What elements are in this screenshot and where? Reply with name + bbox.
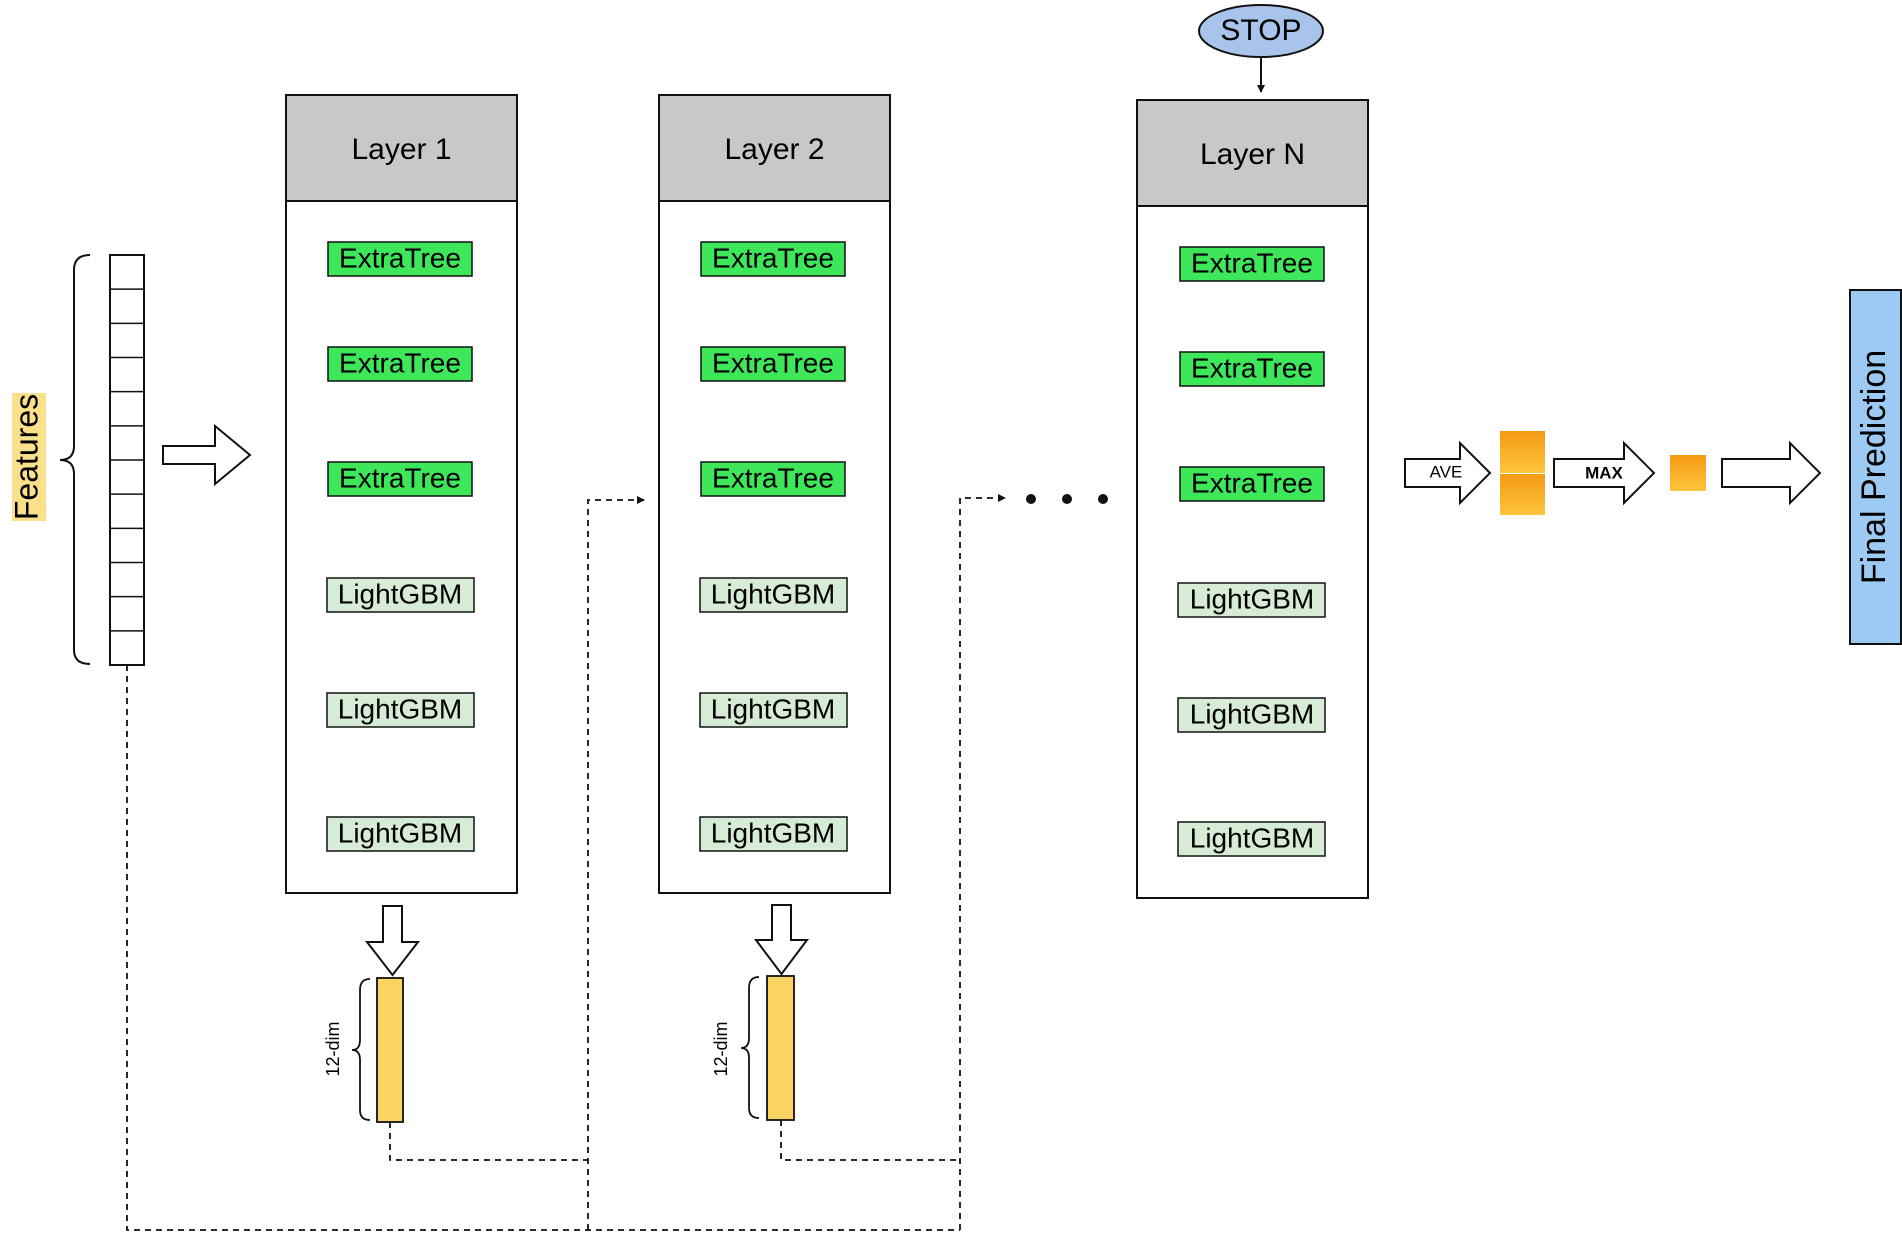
model-extratree: [700, 241, 846, 277]
model-label: ExtraTree: [712, 242, 834, 273]
model-lightgbm: [326, 577, 475, 613]
layer-n-input-line: [959, 494, 1006, 1230]
model-lightgbm: [1177, 582, 1326, 618]
model-label: LightGBM: [338, 578, 463, 609]
layer-2-header: [658, 94, 891, 202]
model-label: LightGBM: [711, 578, 836, 609]
feature-vector: [109, 254, 145, 666]
stop-label: STOP: [1220, 14, 1301, 47]
model-extratree: [1179, 246, 1325, 282]
layer-n-header: [1136, 99, 1369, 207]
model-extratree: [700, 461, 846, 497]
final-prediction-box: [1849, 289, 1902, 645]
model-label: ExtraTree: [1191, 352, 1313, 383]
layer-1-output-brace: [351, 978, 371, 1121]
final-arrow: [1721, 440, 1822, 506]
model-extratree: [327, 461, 473, 497]
layer-1-header: [285, 94, 518, 202]
model-extratree: [700, 346, 846, 382]
model-extratree: [1179, 351, 1325, 387]
model-label: LightGBM: [1190, 822, 1315, 853]
model-lightgbm: [699, 692, 848, 728]
model-label: LightGBM: [338, 693, 463, 724]
final-prediction-label: Final Prediction: [1855, 350, 1893, 584]
model-extratree: [1179, 466, 1325, 502]
model-lightgbm: [326, 692, 475, 728]
model-label: LightGBM: [711, 817, 836, 848]
layer-1-output-dim-label: 12-dim: [323, 1021, 343, 1076]
model-label: ExtraTree: [339, 347, 461, 378]
model-label: LightGBM: [338, 817, 463, 848]
model-label: ExtraTree: [1191, 247, 1313, 278]
model-label: ExtraTree: [339, 462, 461, 493]
layer-n: Layer N ExtraTree ExtraTree ExtraTree Li…: [1136, 99, 1369, 899]
features-skip-line: [126, 665, 960, 1231]
model-label: LightGBM: [1190, 698, 1315, 729]
model-extratree: [327, 346, 473, 382]
max-label: MAX: [1585, 463, 1623, 482]
model-lightgbm: [1177, 821, 1326, 857]
averaged-vector-bottom: [1500, 474, 1545, 515]
layer-2-output-line: [780, 1120, 960, 1161]
ave-label: AVE: [1430, 462, 1463, 481]
ellipsis-dots: [1026, 494, 1108, 504]
max-arrow: [1553, 440, 1656, 506]
layer-2: Layer 2 ExtraTree ExtraTree ExtraTree Li…: [658, 94, 891, 894]
model-label: ExtraTree: [712, 462, 834, 493]
dashed-connectors: [126, 494, 1006, 1231]
model-label: ExtraTree: [712, 347, 834, 378]
layer-1-title: Layer 1: [351, 133, 451, 166]
layer-1-down-arrow: [364, 905, 421, 977]
averaged-vector-top: [1500, 431, 1545, 473]
model-label: LightGBM: [711, 693, 836, 724]
model-lightgbm: [699, 577, 848, 613]
layer-1-output-line: [389, 1122, 588, 1161]
model-extratree: [327, 241, 473, 277]
layer-1-output-vector: [376, 977, 404, 1123]
layer-2-input-line: [587, 496, 645, 1230]
ave-arrow: [1404, 440, 1492, 506]
layer-2-output-brace: [740, 976, 760, 1119]
layer-2-title: Layer 2: [724, 133, 824, 166]
model-label: ExtraTree: [1191, 467, 1313, 498]
features-brace: [59, 254, 91, 665]
model-label: LightGBM: [1190, 583, 1315, 614]
features-label: Features: [8, 394, 44, 520]
model-lightgbm: [699, 816, 848, 852]
max-result-square: [1670, 455, 1706, 491]
layer-2-down-arrow: [754, 904, 809, 976]
model-label: ExtraTree: [339, 242, 461, 273]
model-lightgbm: [1177, 697, 1326, 733]
layer-2-output-vector: [766, 975, 795, 1121]
layer-1: Layer 1 ExtraTree ExtraTree ExtraTree Li…: [285, 94, 518, 894]
features-label-bg: [12, 393, 46, 521]
model-lightgbm: [326, 816, 475, 852]
layer-2-output-dim-label: 12-dim: [711, 1021, 731, 1076]
input-arrow: [162, 423, 252, 487]
layer-n-title: Layer N: [1200, 138, 1305, 171]
